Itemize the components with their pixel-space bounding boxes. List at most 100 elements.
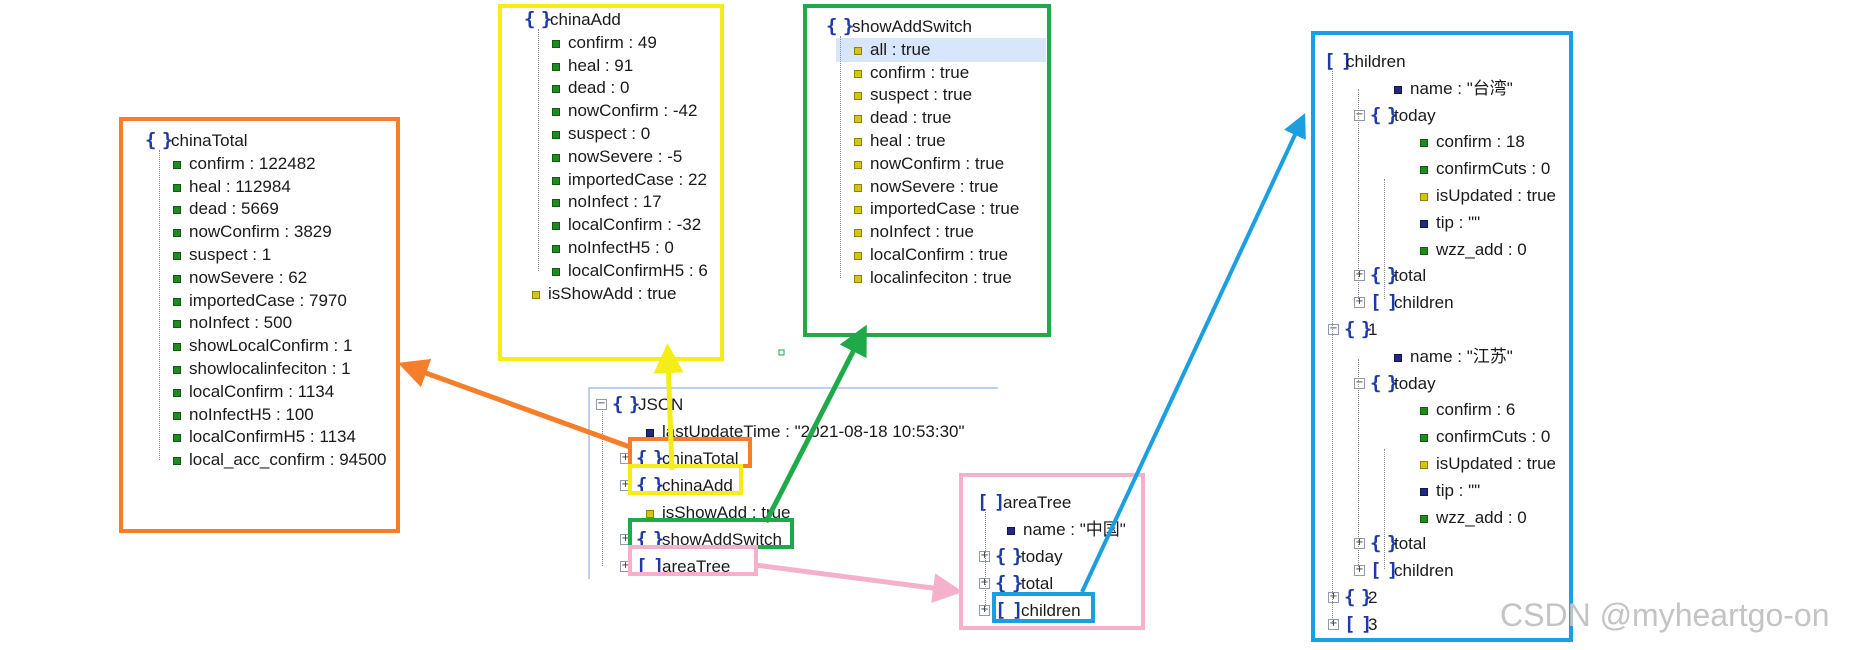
expand-icon[interactable]: +: [1354, 296, 1365, 309]
china-add-frame: [498, 4, 724, 361]
node-label: confirm : 122482: [189, 153, 316, 173]
collapse-icon[interactable]: −: [1354, 376, 1365, 389]
tree-leaf[interactable]: localConfirmH5 : 6: [516, 258, 736, 284]
tree-leaf[interactable]: localConfirm : -32: [516, 212, 736, 238]
value-square-icon: [173, 411, 181, 420]
tree-leaf[interactable]: confirm : 18: [1322, 129, 1562, 155]
collapse-icon[interactable]: −: [1354, 108, 1365, 121]
tree-leaf[interactable]: name : "江苏": [1322, 344, 1562, 370]
tree-leaf[interactable]: heal : 91: [516, 53, 736, 79]
tree-leaf[interactable]: tip : "": [1322, 210, 1562, 236]
node-label: children: [1394, 561, 1454, 581]
tree-leaf[interactable]: noInfect : true: [818, 219, 1058, 245]
tree-leaf[interactable]: confirm : 122482: [137, 151, 407, 177]
tree-leaf[interactable]: wzz_add : 0: [1322, 237, 1562, 263]
expand-icon[interactable]: +: [979, 550, 990, 562]
tree-leaf[interactable]: nowSevere : -5: [516, 144, 736, 170]
tree-leaf[interactable]: all : true: [818, 37, 1058, 63]
tree-leaf[interactable]: dead : true: [818, 105, 1058, 131]
tree-node[interactable]: +{ }showAddSwitch: [590, 527, 998, 553]
tree-leaf[interactable]: confirmCuts : 0: [1322, 424, 1562, 450]
collapse-icon[interactable]: −: [596, 398, 607, 410]
tree-leaf[interactable]: dead : 0: [516, 75, 736, 101]
tree-leaf[interactable]: isShowAdd : true: [516, 281, 736, 307]
tree-leaf[interactable]: suspect : 1: [137, 242, 407, 268]
panel-header[interactable]: { }chinaTotal: [137, 128, 407, 154]
tree-node[interactable]: +{ }total: [975, 571, 1135, 597]
expand-icon[interactable]: +: [1354, 269, 1365, 282]
tree-leaf[interactable]: localinfeciton : true: [818, 265, 1058, 291]
tree-leaf[interactable]: nowConfirm : -42: [516, 98, 736, 124]
tree-leaf[interactable]: suspect : true: [818, 82, 1058, 108]
value-square-icon: [646, 510, 654, 518]
tree-leaf[interactable]: nowSevere : 62: [137, 265, 407, 291]
expand-icon[interactable]: +: [1354, 537, 1365, 550]
tree-leaf[interactable]: showlocalinfeciton : 1: [137, 356, 407, 382]
tree-node[interactable]: +[ ]children: [1322, 290, 1562, 316]
tree-leaf[interactable]: confirm : 6: [1322, 397, 1562, 423]
tree-leaf[interactable]: noInfect : 17: [516, 189, 736, 215]
tree-node[interactable]: +{ }2: [1322, 585, 1562, 611]
tree-leaf[interactable]: heal : 112984: [137, 174, 407, 200]
tree-leaf[interactable]: nowConfirm : 3829: [137, 219, 407, 245]
expand-icon[interactable]: +: [1328, 591, 1339, 603]
expand-icon[interactable]: +: [1328, 617, 1339, 630]
collapse-icon[interactable]: −: [1328, 323, 1339, 335]
tree-leaf[interactable]: localConfirm : true: [818, 242, 1058, 268]
tree-node[interactable]: +[ ]children: [975, 598, 1135, 624]
tree-node[interactable]: +{ }chinaTotal: [590, 446, 998, 472]
tree-leaf[interactable]: name : "中国": [975, 517, 1135, 543]
panel-header[interactable]: [ ]children: [1322, 49, 1562, 75]
tree-leaf[interactable]: localConfirmH5 : 1134: [137, 424, 407, 450]
tree-node[interactable]: −{ }today: [1322, 371, 1562, 397]
tree-node[interactable]: +{ }chinaAdd: [590, 473, 998, 499]
expand-icon[interactable]: +: [979, 604, 990, 616]
tree-leaf[interactable]: nowConfirm : true: [818, 151, 1058, 177]
value-square-icon: [552, 176, 560, 185]
tree-leaf[interactable]: confirm : 49: [516, 30, 736, 56]
tree-leaf[interactable]: nowSevere : true: [818, 174, 1058, 200]
tree-leaf[interactable]: isShowAdd : true: [590, 500, 998, 526]
panel-header[interactable]: { }chinaAdd: [516, 7, 736, 33]
tree-node[interactable]: +[ ]3: [1322, 612, 1562, 638]
tree-node[interactable]: +[ ]children: [1322, 558, 1562, 584]
tree-leaf[interactable]: name : "台湾": [1322, 76, 1562, 102]
tree-leaf[interactable]: importedCase : 7970: [137, 288, 407, 314]
value-square-icon: [854, 46, 862, 55]
tree-leaf[interactable]: wzz_add : 0: [1322, 505, 1562, 531]
tree-node[interactable]: +{ }total: [1322, 263, 1562, 289]
tree-node[interactable]: −{ }today: [1322, 103, 1562, 129]
tree-node[interactable]: −{ }1: [1322, 317, 1562, 343]
tree-leaf[interactable]: noInfectH5 : 0: [516, 235, 736, 261]
tree-leaf[interactable]: local_acc_confirm : 94500: [137, 447, 407, 473]
node-label: chinaAdd: [662, 476, 733, 495]
tree-leaf[interactable]: confirm : true: [818, 60, 1058, 86]
expand-icon[interactable]: +: [979, 577, 990, 589]
tree-leaf[interactable]: dead : 5669: [137, 196, 407, 222]
value-square-icon: [1420, 434, 1428, 443]
tree-leaf[interactable]: importedCase : true: [818, 196, 1058, 222]
tree-leaf[interactable]: isUpdated : true: [1322, 183, 1562, 209]
panel-header[interactable]: { }showAddSwitch: [818, 14, 1058, 40]
tree-leaf[interactable]: noInfect : 500: [137, 310, 407, 336]
tree-leaf[interactable]: localConfirm : 1134: [137, 379, 407, 405]
tree-leaf[interactable]: suspect : 0: [516, 121, 736, 147]
node-label: confirm : 49: [568, 32, 657, 52]
tree-node[interactable]: +[ ]areaTree: [590, 554, 998, 580]
value-square-icon: [1394, 353, 1402, 362]
tree-leaf[interactable]: isUpdated : true: [1322, 451, 1562, 477]
panel-header[interactable]: [ ]areaTree: [975, 490, 1135, 516]
tree-leaf[interactable]: noInfectH5 : 100: [137, 402, 407, 428]
tree-node[interactable]: +{ }total: [1322, 531, 1562, 557]
array-icon: [ ]: [636, 555, 664, 577]
tree-leaf[interactable]: showLocalConfirm : 1: [137, 333, 407, 359]
tree-leaf[interactable]: importedCase : 22: [516, 167, 736, 193]
tree-leaf[interactable]: tip : "": [1322, 478, 1562, 504]
tree-leaf[interactable]: confirmCuts : 0: [1322, 156, 1562, 182]
tree-leaf[interactable]: heal : true: [818, 128, 1058, 154]
tree-node[interactable]: +{ }today: [975, 544, 1135, 570]
value-square-icon: [552, 62, 560, 71]
node-label: today: [1394, 105, 1436, 125]
expand-icon[interactable]: +: [1354, 564, 1365, 577]
node-label: heal : 112984: [189, 176, 291, 196]
